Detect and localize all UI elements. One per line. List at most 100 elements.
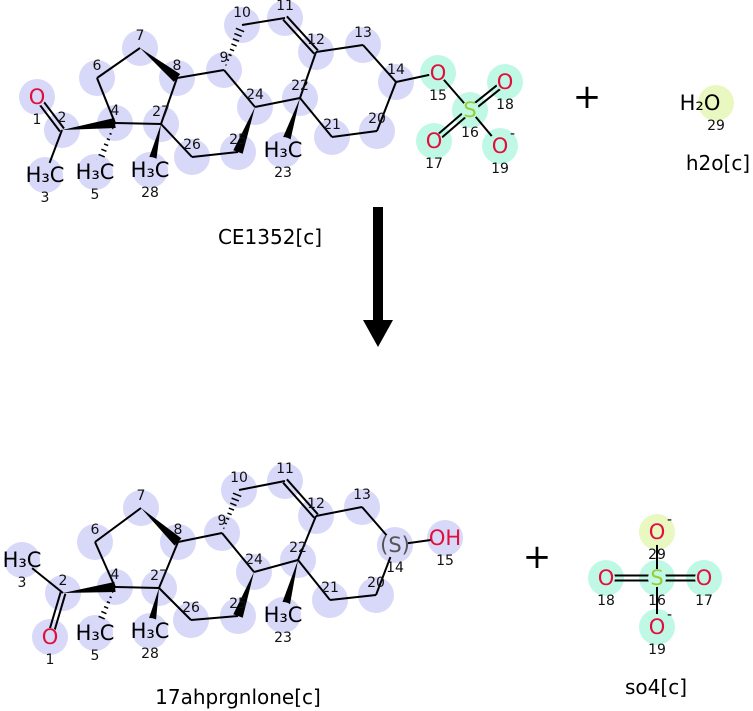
ce1352-atom-6-number: 6 bbox=[93, 58, 102, 74]
reactant-bond bbox=[226, 58, 230, 62]
ce1352-atom-17-number: 17 bbox=[425, 156, 443, 172]
ce1352-atom-24-number: 24 bbox=[246, 87, 264, 103]
so4-atom-16-bg bbox=[648, 569, 666, 587]
product-bond bbox=[94, 507, 142, 543]
product-bond bbox=[228, 507, 235, 511]
ce1352-atom-17-bg bbox=[425, 132, 443, 150]
reactant-bond bbox=[231, 43, 237, 47]
product-bond bbox=[233, 572, 254, 618]
ce1352-atom-9-number: 9 bbox=[220, 50, 229, 66]
product-bond bbox=[114, 586, 160, 589]
product-bond bbox=[225, 517, 230, 520]
ce1352-atom-19-charge: - bbox=[510, 126, 515, 142]
reactant-bond bbox=[235, 27, 245, 33]
reactant-bond bbox=[160, 77, 178, 125]
product-bond bbox=[224, 522, 228, 525]
product-bond bbox=[221, 532, 255, 573]
product-bond bbox=[141, 508, 182, 546]
17ahprgnlone-atom-6-number: 6 bbox=[91, 522, 100, 538]
product-bond bbox=[282, 481, 315, 519]
so4-atom-18-number: 18 bbox=[597, 593, 615, 609]
so4-atom-16-symbol: S bbox=[650, 566, 663, 590]
17ahprgnlone-atom-15-bg bbox=[432, 525, 458, 551]
product-bond bbox=[315, 506, 363, 517]
reactant-bond bbox=[140, 48, 181, 82]
17ahprgnlone-atom-24-number: 24 bbox=[245, 552, 263, 568]
ce1352-atom-2-number: 2 bbox=[58, 110, 67, 126]
17ahprgnlone-atom-7-number: 7 bbox=[137, 488, 146, 504]
ce1352-atom-3-number: 3 bbox=[41, 190, 50, 206]
ce1352-atom-14-number: 14 bbox=[387, 62, 405, 78]
ce1352-atom-23-number: 23 bbox=[274, 165, 292, 181]
product-bond bbox=[297, 515, 317, 561]
reactant-bond bbox=[286, 15, 319, 51]
product-bond bbox=[101, 610, 107, 615]
17ahprgnlone-atom-15-number: 15 bbox=[436, 553, 454, 569]
h2o-atom-29-number: 29 bbox=[707, 118, 725, 134]
ce1352-atom-18-number: 18 bbox=[496, 97, 514, 113]
plus-sign-reactants: + bbox=[572, 77, 602, 117]
reactant-bond bbox=[101, 148, 107, 152]
17ahprgnlone-atom-9-number: 9 bbox=[218, 513, 227, 529]
reactant-bond bbox=[376, 81, 397, 132]
17ahprgnlone-atom-27-number: 27 bbox=[150, 568, 168, 584]
product-bond bbox=[158, 587, 192, 621]
so4-atom-17-symbol: O bbox=[696, 566, 713, 590]
reactant-bond bbox=[176, 69, 225, 79]
reactant-bond bbox=[282, 19, 315, 55]
ce1352-atom-23-bg bbox=[270, 137, 296, 163]
reactant-bond bbox=[109, 132, 112, 136]
so4-atom-29-symbol: O bbox=[649, 520, 666, 544]
ce1352-atom-11-number: 11 bbox=[276, 0, 294, 14]
reaction-arrow-head bbox=[363, 320, 393, 347]
ce1352-atom-22-number: 22 bbox=[291, 78, 309, 94]
17ahprgnlone-atom-1-number: 1 bbox=[46, 652, 55, 668]
reactant-bond bbox=[254, 97, 301, 108]
reactant-name-h2o: h2o[c] bbox=[685, 151, 751, 175]
17ahprgnlone-atom-3-bg bbox=[9, 547, 35, 573]
17ahprgnlone-atom-8-number: 8 bbox=[174, 522, 183, 538]
17ahprgnlone-atom-1-bg bbox=[41, 628, 59, 646]
so4-atom-19-number: 19 bbox=[648, 642, 666, 658]
product-bond bbox=[329, 594, 377, 601]
ce1352-atom-7-number: 7 bbox=[136, 28, 145, 44]
reactant-bond bbox=[228, 53, 232, 57]
product-bond bbox=[253, 559, 299, 573]
reactant-name-ce1352: CE1352[c] bbox=[217, 225, 323, 249]
so4-atom-19-bg bbox=[644, 614, 670, 640]
17ahprgnlone-atom-1-symbol: O bbox=[42, 625, 59, 649]
ce1352-atom-5-symbol: H₃C bbox=[76, 160, 115, 184]
ce1352-atom-21-number: 21 bbox=[323, 117, 341, 133]
reactant-bond bbox=[191, 151, 239, 158]
product-bond bbox=[190, 615, 239, 621]
reactant-bond bbox=[362, 44, 397, 83]
reaction-arrow-shaft bbox=[373, 207, 383, 322]
so4-atom-19-symbol: O bbox=[649, 615, 666, 639]
ce1352-atom-23-symbol: H₃C bbox=[264, 138, 303, 162]
ce1352-atom-15-bg bbox=[429, 64, 447, 82]
reactant-bond bbox=[223, 69, 256, 108]
ce1352-atom-10-number: 10 bbox=[233, 5, 251, 21]
ce1352-atom-8-number: 8 bbox=[173, 58, 182, 74]
product-bond bbox=[232, 492, 242, 498]
product-bond bbox=[94, 541, 116, 588]
ce1352-atom-5-bg bbox=[82, 159, 108, 185]
so4-atom-29-number: 29 bbox=[648, 547, 666, 563]
product-bond bbox=[177, 532, 223, 543]
product-bond bbox=[286, 478, 319, 516]
bond-layer bbox=[9, 15, 729, 646]
ce1352-atom-12-number: 12 bbox=[307, 32, 325, 48]
so4-atom-18-symbol: O bbox=[598, 566, 615, 590]
ce1352-atom-26-number: 26 bbox=[183, 137, 201, 153]
17ahprgnlone-atom-5-number: 5 bbox=[91, 648, 100, 664]
17ahprgnlone-atom-3-number: 3 bbox=[18, 575, 27, 591]
17ahprgnlone-atom-28-number: 28 bbox=[141, 646, 159, 662]
product-bond bbox=[238, 480, 286, 491]
product-bond bbox=[297, 559, 331, 601]
17ahprgnlone-atom-3-symbol: H₃C bbox=[3, 548, 42, 572]
17ahprgnlone-atom-5-symbol: H₃C bbox=[76, 621, 115, 645]
product-bond bbox=[229, 502, 237, 507]
plus-sign-products: + bbox=[522, 537, 552, 577]
